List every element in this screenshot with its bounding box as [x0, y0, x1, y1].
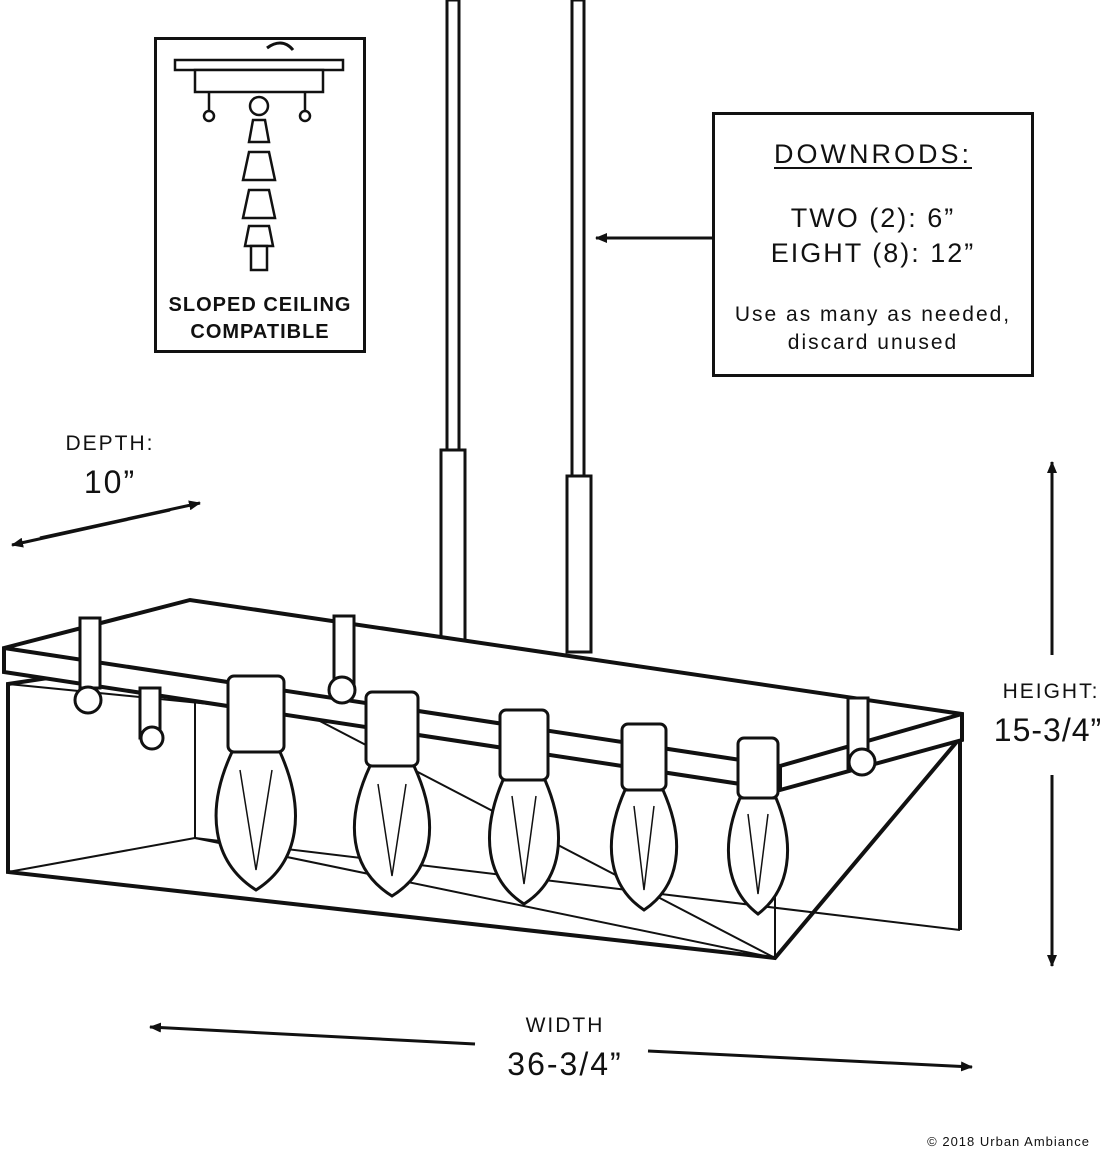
downrods-long-count: EIGHT (8): 12” — [770, 238, 976, 268]
copyright-notice: © 2018 Urban Ambiance — [927, 1134, 1090, 1149]
width-value: 36-3/4” — [507, 1046, 623, 1082]
bulb-2 — [352, 690, 432, 898]
bulbs — [214, 674, 789, 916]
bulb-5 — [727, 736, 789, 916]
downrods-callout: DOWNRODS: TWO (2): 6” EIGHT (8): 12” Use… — [712, 112, 1034, 377]
height-value: 15-3/4” — [993, 712, 1103, 748]
clamps — [73, 614, 877, 777]
sloped-ceiling-line2: COMPATIBLE — [190, 321, 330, 343]
width-arrow — [149, 1022, 973, 1072]
height-label: HEIGHT: — [1002, 680, 1100, 703]
depth-label: DEPTH: — [65, 432, 155, 455]
downrods-short-count: TWO (2): 6” — [790, 203, 956, 233]
depth-arrow — [11, 500, 201, 548]
downrod-right — [565, 0, 593, 654]
downrod-left — [439, 0, 467, 642]
bulb-4 — [609, 722, 679, 912]
width-label: WIDTH — [525, 1014, 605, 1037]
downrods-note-line1: Use as many as needed, — [734, 303, 1012, 326]
downrods-note-line2: discard unused — [787, 331, 959, 354]
depth-value: 10” — [83, 464, 137, 500]
sloped-ceiling-line1: SLOPED CEILING — [168, 294, 352, 316]
bulb-3 — [488, 708, 560, 906]
downrods-heading: DOWNRODS: — [774, 139, 972, 169]
sloped-ceiling-callout: SLOPED CEILING COMPATIBLE — [154, 37, 366, 353]
swivel-chain-icon — [173, 41, 345, 272]
bulb-1 — [214, 674, 297, 892]
